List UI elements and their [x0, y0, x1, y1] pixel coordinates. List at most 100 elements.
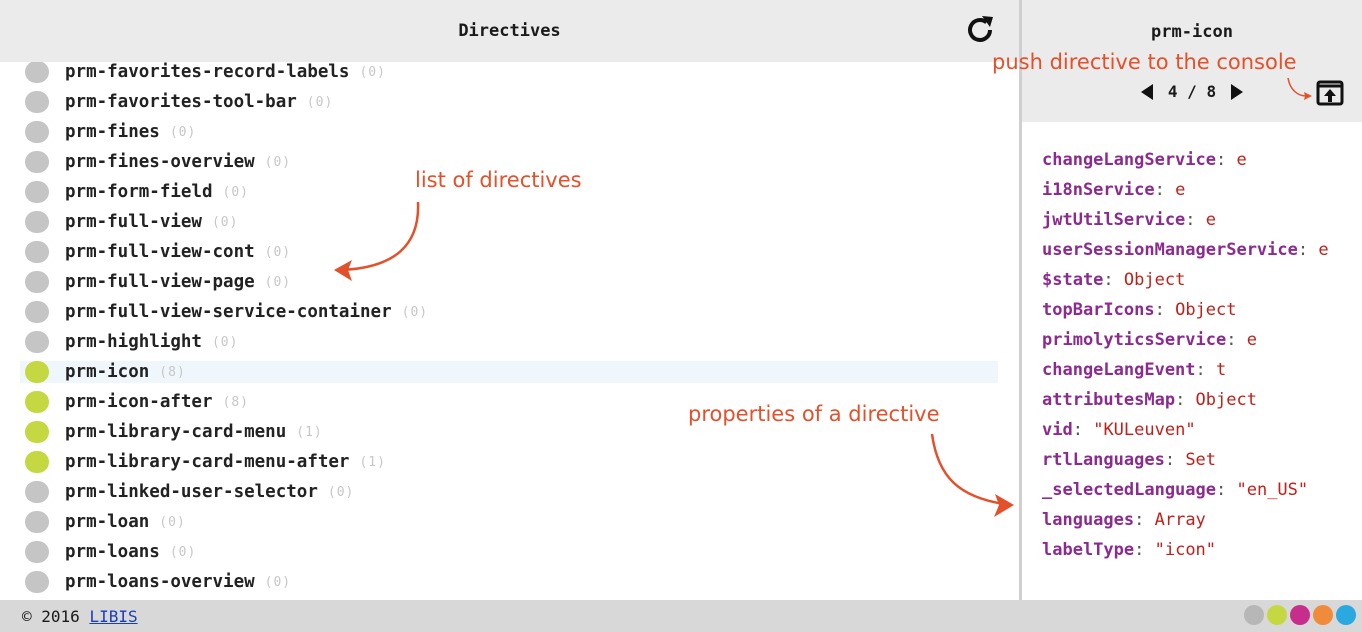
copyright-text: © 2016 LIBIS	[22, 607, 138, 626]
property-colon: :	[1134, 540, 1155, 560]
property-row[interactable]: vid: "KULeuven"	[1042, 420, 1352, 440]
status-dot	[25, 91, 49, 113]
property-value: e	[1205, 210, 1217, 230]
instance-count: (0)	[169, 544, 197, 560]
property-row[interactable]: labelType: "icon"	[1042, 540, 1352, 560]
triangle-right-icon	[1231, 83, 1244, 100]
status-dot	[25, 391, 49, 413]
property-key: topBarIcons	[1042, 300, 1155, 320]
status-dot	[25, 571, 49, 593]
push-to-console-button[interactable]	[1316, 80, 1344, 106]
directive-item[interactable]: prm-full-view(0)	[20, 211, 998, 233]
directive-item[interactable]: prm-icon(8)	[20, 361, 998, 383]
property-colon: :	[1226, 330, 1247, 350]
directive-name: prm-icon-after	[65, 392, 213, 412]
libis-link[interactable]: LIBIS	[89, 607, 138, 626]
refresh-button[interactable]	[962, 12, 998, 48]
next-instance-button[interactable]	[1230, 83, 1244, 101]
status-dot	[25, 541, 49, 563]
directive-item[interactable]: prm-library-card-menu-after(1)	[20, 451, 998, 473]
property-key: changeLangEvent	[1042, 360, 1196, 380]
property-value: e	[1318, 240, 1329, 260]
directive-item[interactable]: prm-fines(0)	[20, 121, 998, 143]
legend-color-dot[interactable]	[1290, 605, 1310, 625]
instance-counter: 4 / 8	[1167, 82, 1217, 101]
directive-list: prm-favorites-record-labels(0) prm-favori…	[0, 62, 1019, 600]
property-row[interactable]: primolyticsService: e	[1042, 330, 1352, 350]
property-row[interactable]: changeLangService: e	[1042, 150, 1352, 170]
legend-color-dot[interactable]	[1244, 605, 1264, 625]
property-row[interactable]: rtlLanguages: Set	[1042, 450, 1352, 470]
property-key: attributesMap	[1042, 390, 1176, 410]
property-value: Object	[1195, 390, 1257, 410]
directive-item[interactable]: prm-highlight(0)	[20, 331, 998, 353]
directive-item[interactable]: prm-loans (0)	[20, 541, 998, 563]
directive-item[interactable]: prm-loan(0)	[20, 511, 998, 533]
property-row[interactable]: attributesMap: Object	[1042, 390, 1352, 410]
directive-item[interactable]: prm-full-view-service-container(0)	[20, 301, 998, 323]
directive-name: prm-full-view	[65, 212, 202, 232]
legend-color-dot[interactable]	[1336, 605, 1356, 625]
footer: © 2016 LIBIS	[0, 600, 1362, 632]
panel-divider	[1019, 0, 1022, 600]
directive-item[interactable]: prm-form-field(0)	[20, 181, 998, 203]
directive-item[interactable]: prm-full-view-page(0)	[20, 271, 998, 293]
property-row[interactable]: languages: Array	[1042, 510, 1352, 530]
status-dot	[25, 151, 49, 173]
property-row[interactable]: jwtUtilService: e	[1042, 210, 1352, 230]
property-row[interactable]: changeLangEvent: t	[1042, 360, 1352, 380]
instance-count: (0)	[222, 184, 249, 200]
legend-color-dot[interactable]	[1313, 605, 1333, 625]
property-value: e	[1175, 180, 1186, 200]
property-row[interactable]: _selectedLanguage: "en_US"	[1042, 480, 1352, 500]
property-row[interactable]: $state: Object	[1042, 270, 1352, 290]
directive-name: prm-icon	[65, 362, 150, 382]
status-dot	[25, 181, 49, 203]
directive-properties: changeLangService: e i18nService: e jwtUti…	[1042, 150, 1352, 600]
property-value: Set	[1185, 450, 1217, 470]
property-key: primolyticsService	[1042, 330, 1227, 350]
refresh-icon	[968, 16, 993, 42]
directive-item[interactable]: prm-loans-overview(0)	[20, 571, 998, 593]
status-dot	[25, 301, 49, 323]
directive-name: prm-loans	[65, 542, 160, 562]
property-value: "en_US"	[1236, 480, 1309, 500]
directive-item[interactable]: prm-full-view-cont(0)	[20, 241, 998, 263]
color-legend	[1244, 605, 1356, 625]
directive-item[interactable]: prm-fines-overview(0)	[20, 151, 998, 173]
previous-instance-button[interactable]	[1140, 83, 1154, 101]
property-colon: :	[1134, 510, 1155, 530]
directive-item[interactable]: prm-favorites-record-labels(0)	[20, 62, 998, 83]
property-value: e	[1236, 150, 1247, 170]
triangle-left-icon	[1140, 83, 1153, 100]
status-dot	[25, 331, 49, 353]
status-dot	[25, 361, 49, 383]
property-colon: :	[1175, 390, 1196, 410]
property-value: "KULeuven"	[1093, 420, 1196, 440]
instance-count: (0)	[306, 94, 334, 110]
list-annotation: list of directives	[415, 168, 582, 192]
property-row[interactable]: topBarIcons: Object	[1042, 300, 1352, 320]
directives-header: Directives	[0, 0, 1019, 62]
directive-name: prm-highlight	[65, 332, 202, 352]
instance-count: (1)	[296, 424, 323, 440]
directives-title: Directives	[458, 21, 561, 41]
status-dot	[25, 211, 49, 233]
property-colon: :	[1297, 240, 1319, 260]
legend-color-dot[interactable]	[1267, 605, 1287, 625]
directive-name: prm-fines-overview	[65, 152, 255, 172]
property-key: _selectedLanguage	[1042, 480, 1216, 500]
property-key: vid	[1042, 420, 1073, 440]
status-dot	[25, 271, 49, 293]
property-row[interactable]: i18nService: e	[1042, 180, 1352, 200]
directive-item[interactable]: prm-icon-after(8)	[20, 391, 998, 413]
property-colon: :	[1216, 480, 1237, 500]
status-dot	[25, 62, 49, 83]
directive-item[interactable]: prm-favorites-tool-bar(0)	[20, 91, 998, 113]
copyright-label: © 2016	[22, 607, 80, 626]
directive-item[interactable]: prm-library-card-menu(1)	[20, 421, 998, 443]
directive-item[interactable]: prm-linked-user-selector(0)	[20, 481, 998, 503]
instance-count: (0)	[264, 244, 292, 260]
property-row[interactable]: userSessionManagerService: e	[1042, 240, 1352, 260]
property-colon: :	[1072, 420, 1094, 440]
